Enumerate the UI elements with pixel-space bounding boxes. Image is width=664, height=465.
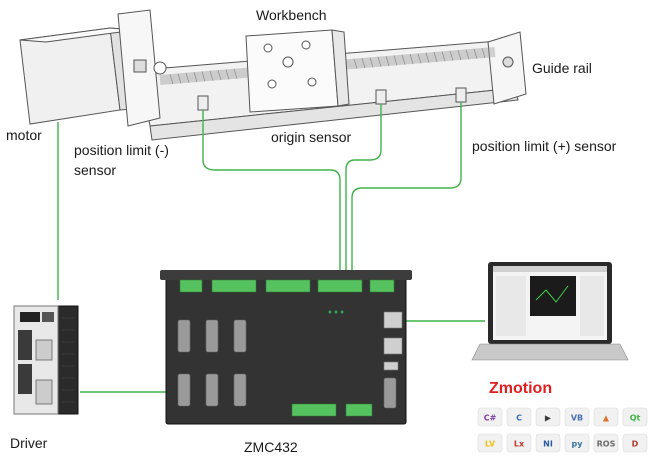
thread-mark (353, 58, 358, 69)
labview-icon: LV (477, 433, 503, 453)
thread-mark (377, 56, 382, 67)
sensor-pos-limit (455, 87, 467, 103)
python-icon: py (564, 433, 590, 453)
svg-text:py: py (572, 440, 584, 449)
ni-icon: NI (535, 433, 561, 453)
laptop-base (471, 343, 629, 361)
linear-module (19, 9, 527, 141)
wire-neg-limit (202, 110, 341, 282)
wiring (57, 102, 485, 393)
thread-mark (201, 71, 206, 82)
rail-end-plate (487, 31, 527, 105)
serial-port (383, 377, 397, 409)
svg-text:NI: NI (543, 440, 553, 449)
svg-text:D: D (632, 440, 639, 449)
label-brand: Zmotion (489, 380, 552, 397)
thread-mark (361, 58, 366, 69)
thread-mark (169, 74, 174, 85)
svg-text:Lx: Lx (514, 440, 525, 449)
label-motor: motor (6, 127, 42, 143)
terminal-io-3 (317, 279, 363, 293)
axis-port-1 (177, 319, 191, 353)
svg-text:▲: ▲ (603, 414, 610, 423)
label-driver: Driver (10, 435, 48, 451)
axis-port-3 (233, 319, 247, 353)
axis-port-5 (205, 373, 219, 407)
thread-mark (473, 48, 478, 59)
thread-mark (185, 72, 190, 83)
vb-icon: VB (564, 407, 590, 427)
thread-mark (225, 69, 230, 80)
thread-mark (457, 49, 462, 61)
terminal-power (179, 279, 203, 293)
vs-icon: ▶ (535, 407, 561, 427)
terminal-io-4 (369, 279, 395, 293)
thread-mark (425, 52, 430, 63)
terminal-io-1 (211, 279, 257, 293)
svg-text:C#: C# (484, 414, 497, 423)
qt-icon: Qt (622, 407, 648, 427)
thread-mark (233, 68, 238, 79)
axis-port-2 (205, 319, 219, 353)
wire-pos-limit (351, 102, 462, 282)
svg-text:C: C (516, 414, 522, 423)
axis-port-6 (233, 373, 247, 407)
svg-text:LV: LV (485, 440, 496, 449)
thread-mark (393, 55, 398, 66)
ros-icon: ROS (593, 433, 619, 453)
thread-mark (217, 70, 222, 81)
csharp-icon: C# (477, 407, 503, 427)
thread-mark (193, 72, 198, 83)
thread-mark (481, 47, 486, 59)
linux-icon: Lx (506, 433, 532, 453)
screw-thread (169, 47, 486, 85)
sensor-neg-limit (197, 95, 209, 111)
label-pos-limit-neg-1: position limit (-) (74, 142, 169, 158)
usb-port (383, 361, 399, 371)
label-guide-rail: Guide rail (532, 60, 592, 76)
thread-mark (417, 53, 422, 64)
thread-mark (401, 54, 406, 65)
svg-text:ROS: ROS (597, 440, 616, 449)
delphi-icon: D (622, 433, 648, 453)
workbench (245, 29, 339, 113)
terminal-bottom-1 (291, 403, 337, 417)
ethernet-port-1 (383, 311, 403, 329)
label-pos-limit-neg-2: sensor (74, 162, 116, 178)
thread-mark (449, 50, 454, 61)
thread-mark (209, 70, 214, 81)
label-pos-limit-pos: position limit (+) sensor (472, 138, 617, 154)
terminal-bottom-2 (345, 403, 373, 417)
svg-text:▶: ▶ (545, 414, 552, 423)
svg-text:VB: VB (571, 414, 583, 423)
sensor-origin (375, 89, 387, 105)
thread-mark (369, 57, 374, 68)
controller-zmc432 (160, 270, 412, 425)
motor (19, 27, 121, 125)
axis-port-4 (177, 373, 191, 407)
wire-origin (345, 104, 382, 282)
label-origin-sensor: origin sensor (271, 129, 351, 145)
matlab-icon: ▲ (593, 407, 619, 427)
thread-mark (177, 73, 182, 84)
c-icon: C (506, 407, 532, 427)
laptop (471, 262, 629, 361)
thread-mark (385, 56, 390, 67)
thread-mark (465, 49, 470, 60)
terminal-io-2 (265, 279, 311, 293)
ethernet-port-2 (383, 337, 403, 355)
thread-mark (409, 54, 414, 65)
servo-driver (13, 305, 79, 415)
label-controller: ZMC432 (244, 439, 298, 455)
label-workbench: Workbench (256, 7, 327, 23)
svg-text:Qt: Qt (630, 414, 641, 423)
thread-mark (433, 51, 438, 63)
thread-mark (441, 51, 446, 62)
